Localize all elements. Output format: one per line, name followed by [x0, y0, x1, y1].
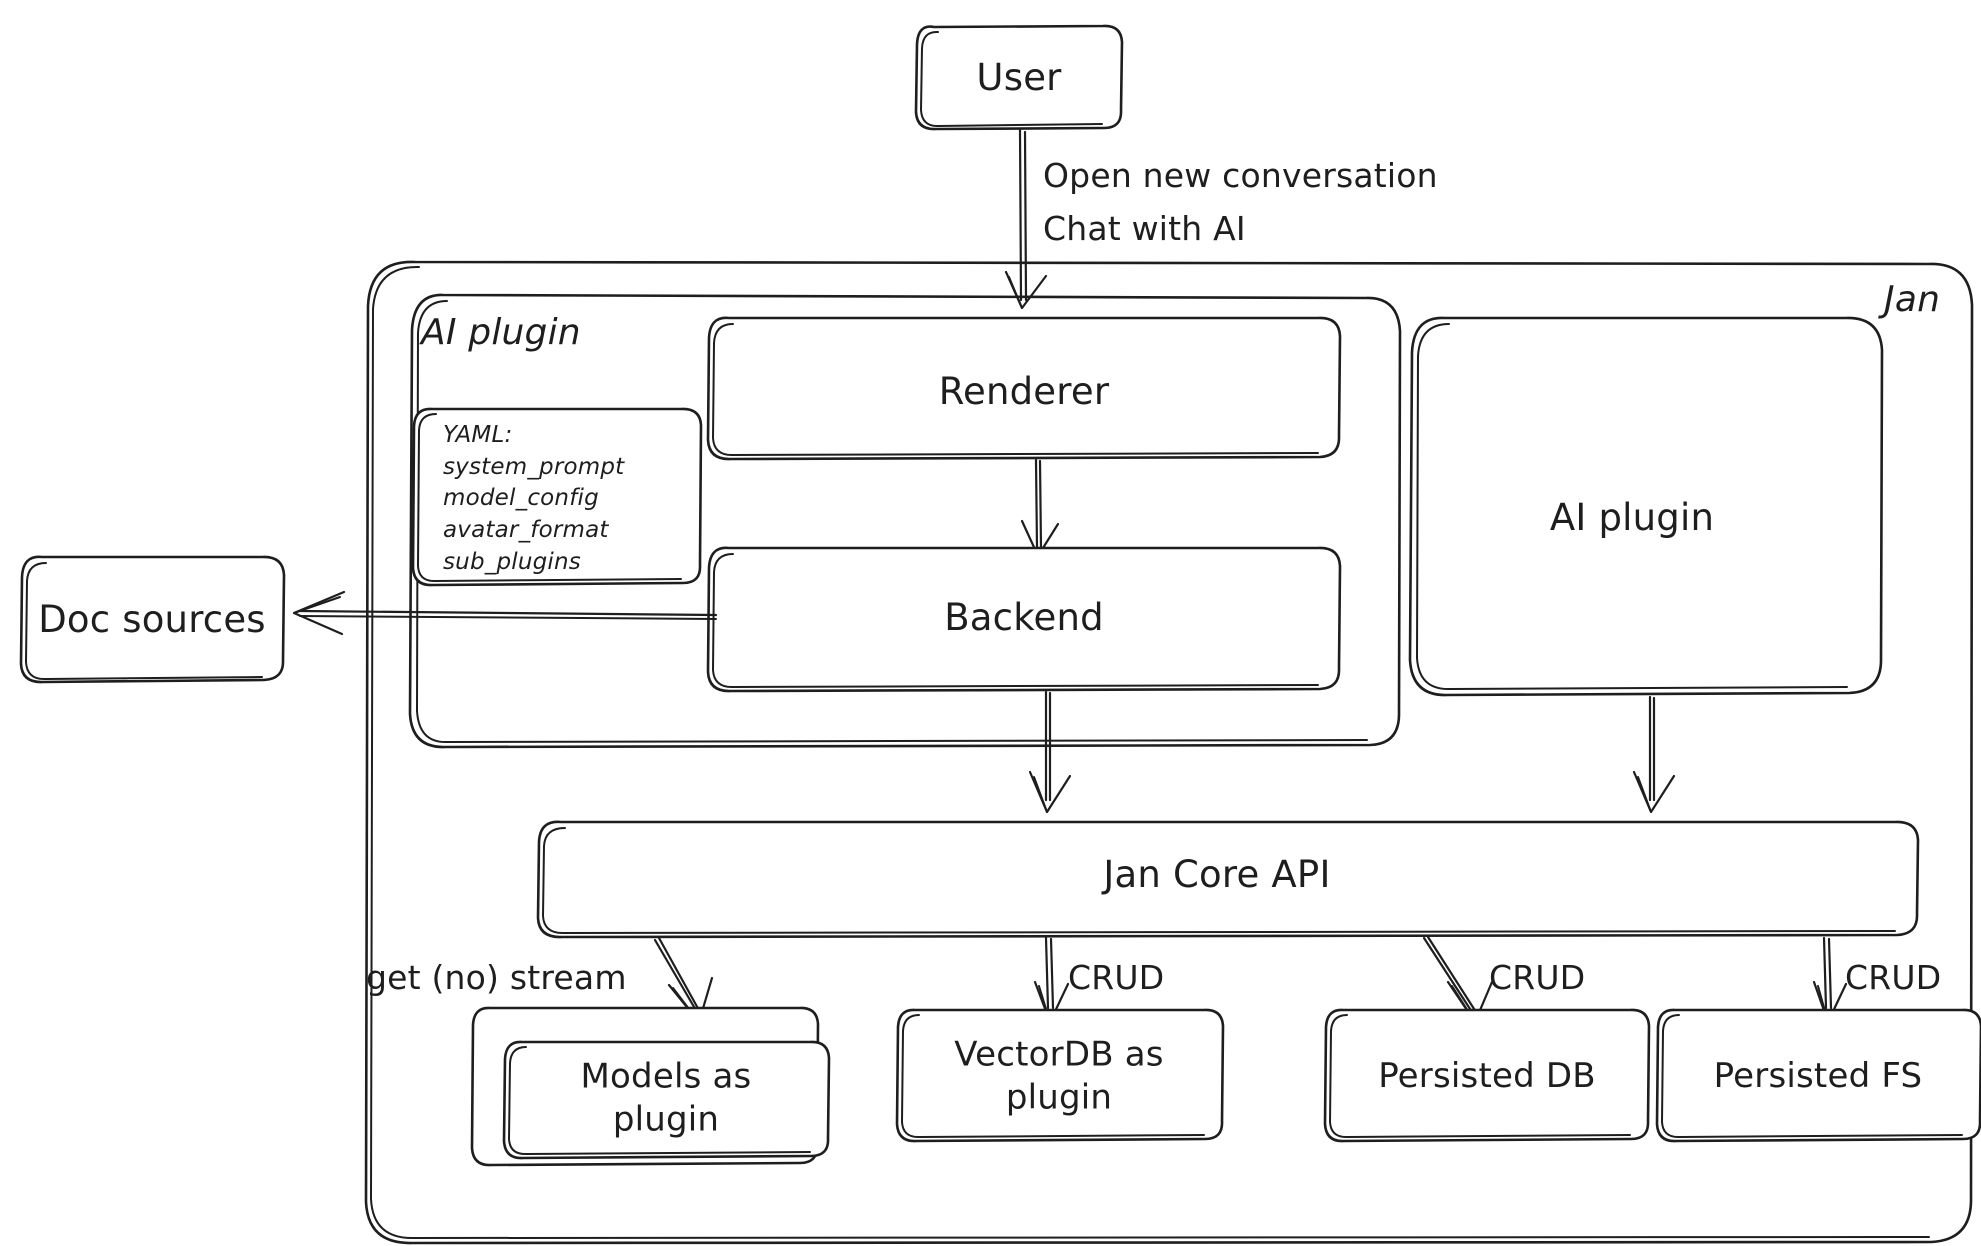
edge-renderer-to-backend [1020, 458, 1060, 558]
node-ai-plugin-right-box [1408, 316, 1884, 697]
node-yaml-card [411, 407, 703, 587]
node-doc-sources-box [19, 555, 286, 684]
node-renderer-box [706, 316, 1342, 461]
node-persisted-db-box [1323, 1008, 1651, 1143]
edge-backend-to-core-api [1028, 690, 1072, 814]
node-persisted-fs-box [1655, 1008, 1981, 1143]
node-models-plugin-box [502, 1040, 831, 1160]
node-jan-core-api-bar [536, 820, 1920, 939]
edge-user-to-renderer [1004, 128, 1048, 310]
node-user-box [914, 24, 1124, 131]
node-vectordb-plugin-box [895, 1008, 1225, 1143]
edge-backend-to-doc-sources [292, 590, 718, 636]
group-ai-plugin-container [408, 293, 1402, 749]
group-jan-container [364, 260, 1974, 1245]
edge-ai-plugin-to-core-api [1632, 695, 1676, 814]
node-backend-box [706, 546, 1342, 693]
